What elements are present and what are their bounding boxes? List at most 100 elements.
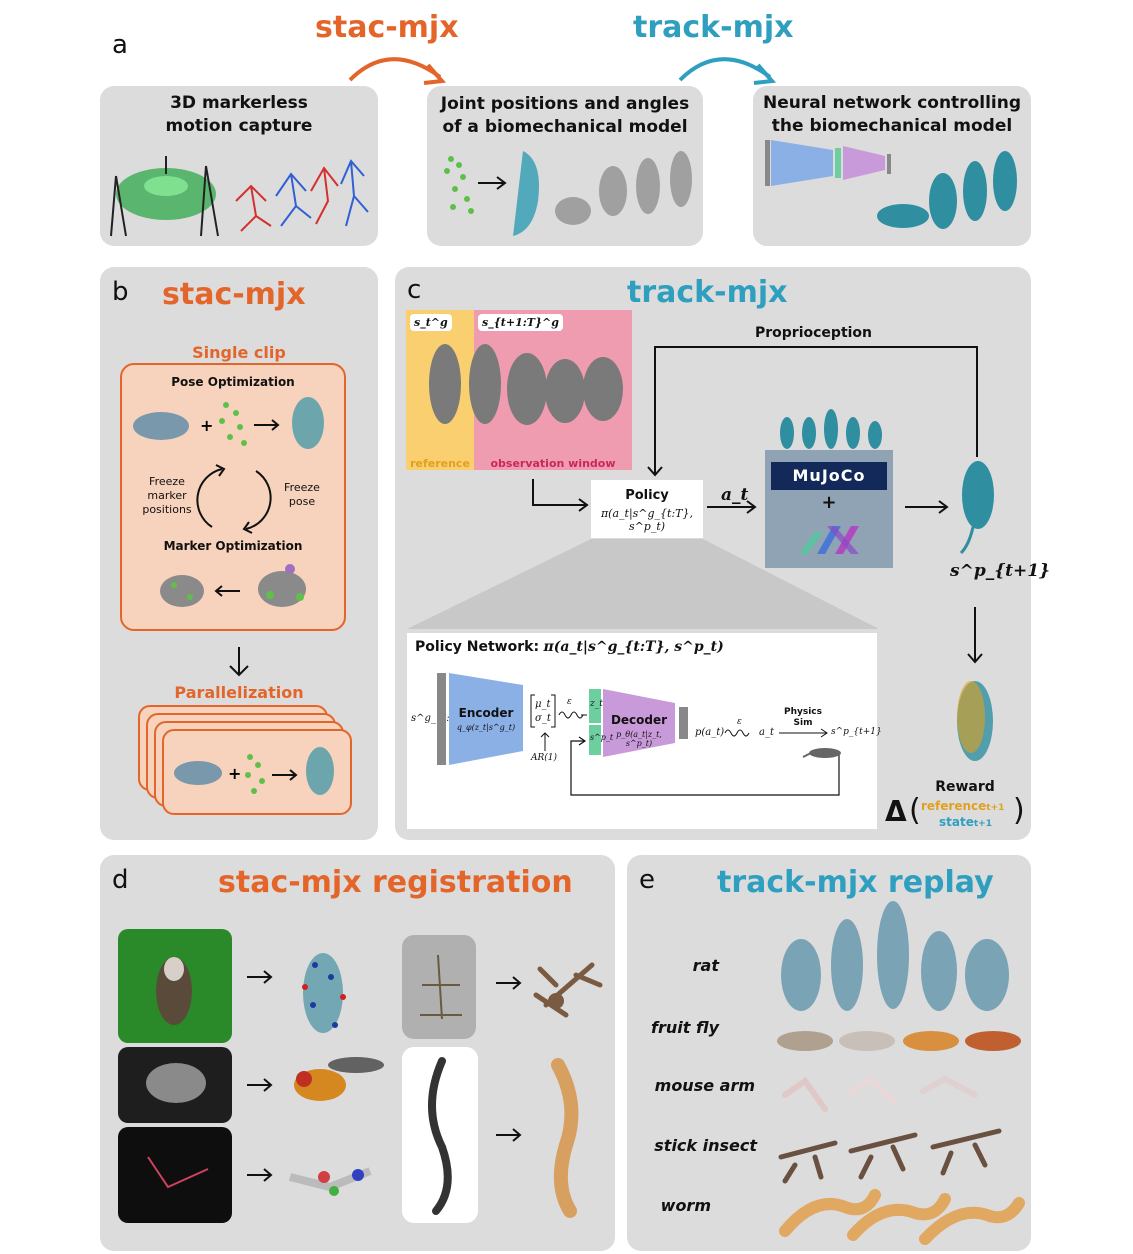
decoder-equation: p_θ(a_t|z_t, s^p_t)	[616, 730, 662, 748]
ar-label: AR(1)	[531, 753, 558, 763]
joint-positions-box: Joint positions and angles of a biomecha…	[427, 86, 703, 246]
at2-label: a_t	[759, 727, 774, 738]
row-label-stick-insect: stick insect	[654, 1136, 757, 1155]
rat-photo	[118, 929, 232, 1043]
proprioception-label: Proprioception	[755, 325, 873, 341]
arrow-mouse-arm-icon	[247, 1168, 273, 1182]
policy-network-equation: π(a_t|s^g_{t:T}, s^p_t)	[543, 639, 724, 655]
physics-sim-line2: Sim	[793, 718, 813, 728]
reference-t1-sub: t+1	[986, 803, 1005, 813]
single-clip-label: Single clip	[192, 343, 286, 362]
epsilon2-label: ε	[737, 717, 742, 727]
arrow-rat-icon	[247, 970, 273, 984]
encoder-equation: q_φ(z_t|s^g_t)	[456, 723, 516, 732]
cycle-arrows-icon	[196, 464, 272, 534]
mu-label: μ_t	[535, 699, 551, 710]
stac-arrow-icon	[348, 57, 447, 85]
next-state-rat-art	[959, 461, 994, 555]
joint-positions-art	[444, 151, 692, 236]
mouse-arm-model-art	[289, 1167, 372, 1196]
freeze-marker-line2: marker	[147, 489, 187, 502]
marker-optimization-art	[160, 564, 306, 607]
encoder-label: Encoder	[458, 706, 514, 720]
delta-symbol: Δ	[885, 795, 907, 828]
freeze-marker-line3: positions	[142, 503, 192, 516]
box2-title-line2: of a biomechanical model	[442, 117, 688, 137]
panel-b-title: stac-mjx	[162, 277, 306, 312]
open-paren: (	[909, 793, 921, 828]
box2-title-line1: Joint positions and angles	[440, 94, 690, 114]
motion-capture-art	[110, 156, 369, 237]
row-label-worm: worm	[660, 1196, 711, 1215]
stac-mjx-heading: stac-mjx	[315, 10, 459, 45]
neural-network-box: Neural network controlling the biomechan…	[753, 86, 1031, 246]
panel-d-letter: d	[112, 865, 129, 895]
physics-sim-line1: Physics	[783, 707, 822, 717]
pose-optimization-label: Pose Optimization	[171, 375, 295, 389]
action-label: a_t	[721, 485, 749, 505]
neural-network-art	[765, 140, 1017, 229]
parallelization-label: Parallelization	[174, 683, 304, 702]
sigma-label: σ_t	[535, 713, 551, 724]
freeze-marker-line1: Freeze	[149, 475, 185, 488]
reference-t1-text: reference	[921, 799, 987, 813]
row-label-rat: rat	[692, 956, 719, 975]
reference-label: reference	[410, 457, 470, 470]
policy-network-box: Policy Network: π(a_t|s^g_{t:T}, s^p_t) …	[407, 633, 882, 829]
network-diagram	[437, 673, 841, 796]
state-t1-sub: t+1	[973, 819, 992, 829]
flow-arrows	[407, 346, 983, 664]
sp-next-label: s^p_{t+1}	[831, 727, 882, 737]
pa-label: p(a_t)	[695, 727, 725, 738]
close-paren: )	[1013, 793, 1025, 828]
state-t1: statet+1	[939, 815, 992, 829]
row-label-mouse-arm: mouse arm	[654, 1076, 755, 1095]
decoder-label: Decoder	[610, 713, 668, 727]
proprio-sp-label: s^p_t	[590, 733, 614, 742]
pose-optimization-art: +	[133, 397, 324, 449]
panel-b: b stac-mjx Single clip Pose Optimization…	[100, 267, 378, 840]
parallel-clip-art: +	[174, 747, 334, 795]
svg-text:+: +	[228, 764, 241, 783]
policy-label: Policy	[625, 488, 669, 503]
reference-t1: referencet+1	[921, 799, 1004, 813]
rat-model-art	[302, 953, 346, 1033]
box1-title-line1: 3D markerless	[170, 93, 308, 113]
arrow-stick-insect-icon	[496, 976, 522, 990]
panel-e: e track-mjx replay rat fruit fly mouse a…	[627, 855, 1031, 1251]
track-arrow-icon	[678, 57, 777, 85]
panel-e-letter: e	[639, 865, 655, 895]
mujoco-logo: MuJoCo	[771, 462, 887, 490]
arrow-worm-icon	[496, 1128, 522, 1142]
stick-insect-photo	[402, 935, 476, 1039]
jax-logo-icon	[799, 526, 859, 554]
freeze-pose-line1: Freeze	[284, 481, 320, 494]
fly-photo	[118, 1047, 232, 1123]
reference-chip: s_t^g	[410, 314, 452, 331]
observation-window-label: observation window	[490, 457, 616, 470]
sim-rats-art	[780, 409, 882, 449]
arrow-fly-icon	[247, 1078, 273, 1092]
latent-z-label: z_t	[590, 699, 603, 709]
panel-a-letter: a	[112, 30, 128, 60]
panel-d-title: stac-mjx registration	[218, 865, 573, 900]
policy-box: Policy π(a_t|s^g_{t:T}, s^p_t)	[591, 480, 703, 538]
row-label-fruit-fly: fruit fly	[651, 1018, 719, 1037]
down-arrow-icon	[229, 647, 249, 677]
plus-sign: +	[821, 492, 837, 513]
svg-text:+: +	[200, 416, 213, 435]
state-t1-text: state	[939, 815, 974, 829]
panel-b-letter: b	[112, 277, 129, 307]
input-label: s^g_{t:T}	[411, 713, 463, 724]
simulator-box: MuJoCo +	[765, 450, 893, 568]
panel-d: d stac-mjx registration	[100, 855, 615, 1251]
panel-e-title: track-mjx replay	[717, 865, 994, 900]
rat-sequence-art	[429, 344, 623, 425]
worm-photo	[402, 1047, 478, 1223]
box1-title-line2: motion capture	[165, 116, 313, 136]
epsilon-label: ε	[567, 697, 572, 707]
freeze-pose-line2: pose	[288, 495, 316, 508]
stick-insect-model-art	[533, 962, 603, 1018]
mouse-arm-photo	[118, 1127, 232, 1223]
reward-rat-art	[957, 681, 993, 761]
